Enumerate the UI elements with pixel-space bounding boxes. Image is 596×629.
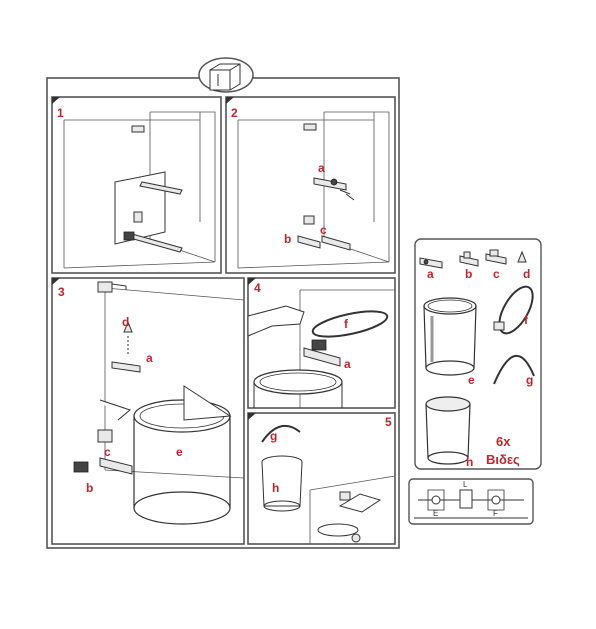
- parts-box: a b c d e f g h 6x Βιδες: [414, 238, 542, 470]
- cabinet-icon: [198, 57, 254, 93]
- step-1-panel: 1: [51, 96, 222, 274]
- step-3-label-b: b: [86, 481, 93, 495]
- step-4-number: 4: [254, 281, 261, 295]
- step-3-number: 3: [58, 285, 65, 299]
- step-2-label-c: c: [320, 223, 327, 237]
- dim-label-l: L: [463, 480, 468, 489]
- step-1-number: 1: [57, 106, 64, 120]
- step-5-label-h: h: [272, 481, 279, 495]
- bin-icon: [133, 385, 232, 525]
- step-2-label-a: a: [318, 161, 325, 175]
- step-4-label-f: f: [344, 317, 349, 331]
- step-2-number: 2: [231, 106, 238, 120]
- step-2-panel: 2 a b c: [225, 96, 396, 274]
- part-label-d: d: [523, 267, 530, 281]
- part-label-c: c: [493, 267, 500, 281]
- part-label-h: h: [466, 455, 473, 469]
- dim-label-f: F: [493, 509, 498, 518]
- step-3-label-c: c: [104, 445, 111, 459]
- step-3-label-d: d: [122, 315, 129, 329]
- step-4-panel: 4 f a: [247, 277, 396, 409]
- screw-icon: [123, 320, 133, 333]
- step-2-label-b: b: [284, 232, 291, 246]
- screw-quantity: 6x: [496, 434, 511, 449]
- part-label-f: f: [524, 313, 529, 327]
- hand-icon: [247, 305, 305, 337]
- screw-name: Βιδες: [486, 452, 520, 467]
- step-3-panel: 3 d a e c b: [51, 277, 245, 545]
- dimension-box: L E F: [408, 478, 534, 525]
- step-5-panel: 5 g h: [247, 412, 396, 545]
- step-4-label-a: a: [344, 357, 351, 371]
- step-5-label-g: g: [270, 429, 277, 443]
- part-label-e: e: [468, 373, 475, 387]
- part-label-g: g: [526, 373, 533, 387]
- main-frame: [46, 77, 400, 549]
- step-3-label-a: a: [146, 351, 153, 365]
- step-3-label-e: e: [176, 445, 183, 459]
- dim-label-e: E: [433, 509, 438, 518]
- part-label-a: a: [427, 267, 434, 281]
- hinge-icon: [131, 125, 145, 133]
- step-5-number: 5: [385, 415, 392, 429]
- part-label-b: b: [465, 267, 472, 281]
